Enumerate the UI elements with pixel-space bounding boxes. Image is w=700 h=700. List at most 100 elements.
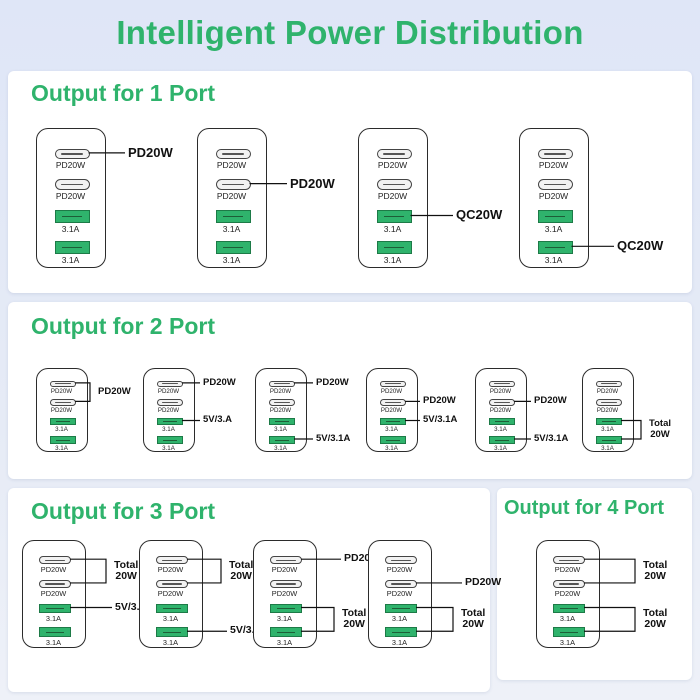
port-label: PD20W <box>157 406 180 414</box>
charger-4-port-1: PD20W PD20W 3.1A 3.1A <box>536 540 600 648</box>
port-label: PD20W <box>596 388 619 396</box>
usb-a-port <box>269 417 295 426</box>
callout-label: PD20W <box>465 576 502 589</box>
callout-label: 5V/3.1A <box>316 432 351 444</box>
port-label: PD20W <box>157 388 180 396</box>
port-label: 3.1A <box>61 254 80 265</box>
usb-c-port <box>553 579 585 588</box>
port-label: PD20W <box>596 406 619 414</box>
callout-label: PD20W <box>316 376 349 388</box>
usb-c-port <box>39 579 71 588</box>
port-label: 3.1A <box>276 614 293 624</box>
usb-a-port <box>380 417 406 426</box>
usb-c-port <box>50 380 76 388</box>
usb-a-port <box>215 210 251 223</box>
port-label: PD20W <box>380 406 403 414</box>
page-title: Intelligent Power Distribution <box>116 14 584 51</box>
port-label: 3.1A <box>559 614 576 624</box>
usb-a-port <box>376 241 412 254</box>
usb-c-port <box>215 148 251 160</box>
port-label: 3.1A <box>494 426 507 434</box>
port-label: 3.1A <box>162 426 175 434</box>
usb-a-port <box>376 210 412 223</box>
port-label: 3.1A <box>544 254 563 265</box>
port-label: 3.1A <box>162 614 179 624</box>
usb-c-port <box>270 579 302 588</box>
port-label: PD20W <box>489 388 512 396</box>
charger-1-port-4: PD20W PD20W 3.1A 3.1A <box>519 128 589 268</box>
usb-c-port <box>269 380 295 388</box>
usb-c-port <box>376 148 412 160</box>
usb-a-port <box>54 241 90 254</box>
usb-c-port <box>380 380 406 388</box>
usb-a-port <box>270 603 302 614</box>
port-label: PD20W <box>269 388 292 396</box>
usb-c-port <box>156 556 188 565</box>
port-label: PD20W <box>538 160 569 171</box>
usb-a-port <box>50 417 76 426</box>
callout-label: PD20W <box>98 385 131 397</box>
usb-a-port <box>553 603 585 614</box>
port-label: 3.1A <box>391 614 408 624</box>
usb-a-port <box>489 417 515 426</box>
panel-2-port <box>8 302 692 479</box>
usb-c-port <box>270 556 302 565</box>
port-label: PD20W <box>271 588 298 598</box>
section-title-1-port: Output for 1 Port <box>31 80 215 106</box>
port-label: PD20W <box>157 588 184 598</box>
port-label: 3.1A <box>544 223 563 234</box>
usb-c-port <box>156 579 188 588</box>
port-label: 3.1A <box>383 223 402 234</box>
port-label: PD20W <box>40 565 67 575</box>
port-label: PD20W <box>538 190 569 201</box>
callout-label: 5V/3.1A <box>534 432 569 444</box>
usb-a-port <box>270 627 302 638</box>
usb-a-port <box>39 603 71 614</box>
port-label: 3.1A <box>559 638 576 648</box>
usb-c-port <box>54 179 90 190</box>
port-label: 3.1A <box>55 444 68 452</box>
port-label: 3.1A <box>385 426 398 434</box>
callout-label: PD20W <box>128 144 173 160</box>
port-label: 3.1A <box>274 444 287 452</box>
usb-a-port <box>385 627 417 638</box>
port-label: PD20W <box>554 588 581 598</box>
usb-c-port <box>537 179 573 190</box>
port-label: PD20W <box>380 388 403 396</box>
usb-c-port <box>489 380 515 388</box>
usb-a-port <box>380 436 406 444</box>
usb-a-port <box>537 210 573 223</box>
usb-a-port <box>156 603 188 614</box>
port-label: 3.1A <box>162 444 175 452</box>
port-label: 3.1A <box>45 638 62 648</box>
port-label: 3.1A <box>385 444 398 452</box>
port-label: PD20W <box>55 190 86 201</box>
port-label: 3.1A <box>55 426 68 434</box>
usb-a-port <box>156 627 188 638</box>
usb-c-port <box>596 399 622 406</box>
port-label: PD20W <box>554 565 581 575</box>
usb-c-port <box>157 399 183 406</box>
section-title-2-port: Output for 2 Port <box>31 313 215 339</box>
usb-c-port <box>385 579 417 588</box>
port-label: PD20W <box>489 406 512 414</box>
usb-a-port <box>157 417 183 426</box>
port-label: PD20W <box>50 388 73 396</box>
section-title-3-port: Output for 3 Port <box>31 498 215 524</box>
usb-c-port <box>489 399 515 406</box>
usb-a-port <box>537 241 573 254</box>
port-label: 3.1A <box>222 254 241 265</box>
charger-2-port-2: PD20W PD20W 3.1A 3.1A <box>143 368 195 452</box>
usb-a-port <box>50 436 76 444</box>
port-label: PD20W <box>269 406 292 414</box>
usb-c-port <box>376 179 412 190</box>
